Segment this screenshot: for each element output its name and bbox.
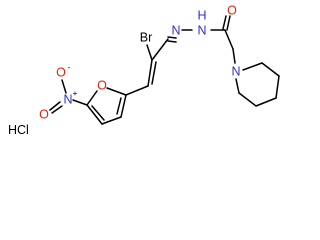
bond-pip-5 [238, 92, 257, 107]
atom-labels: O N H N Br N O N + O - O [39, 3, 240, 121]
bond-nnitro-oleft-1 [49, 101, 61, 111]
bond-furan-c4-c3 [101, 116, 122, 125]
atom-h-amide: H [197, 8, 206, 22]
bonds [49, 15, 280, 125]
bond-furan-c2-o [106, 87, 127, 96]
bond-nnitro-otop [61, 79, 67, 94]
bond-pip-4 [255, 97, 277, 107]
atom-o-furan: O [97, 78, 107, 92]
atom-n-imine: N [171, 23, 180, 37]
bond-cbr-ch-double-2 [151, 61, 157, 85]
atom-n-nitro: N [63, 92, 72, 106]
bond-pip-6 [235, 78, 240, 94]
bond-c5-nnitro [72, 99, 88, 106]
bond-c-ch2 [224, 29, 234, 50]
chemical-structure: O N H N Br N O N + O - O HCl [8, 3, 280, 137]
bond-ch-furan [125, 85, 149, 96]
nitro-minus-charge: - [68, 63, 71, 72]
bond-furan-c4-c5-double [91, 105, 105, 121]
bond-c-o-double-2 [222, 15, 227, 30]
bond-c-o-double-1 [226, 15, 231, 31]
atom-o-carbonyl: O [227, 3, 237, 17]
atom-n-piperidine: N [231, 64, 240, 78]
atom-o-nitro-top: O [56, 65, 66, 79]
bond-pip-2 [261, 62, 280, 77]
bond-ch2-npip [232, 48, 236, 64]
atom-n-amide: N [197, 23, 206, 37]
bond-furan-c3-c2-double [116, 97, 122, 115]
bond-furan-c5-c4 [86, 104, 103, 125]
atom-o-nitro-left: O [39, 107, 49, 121]
bond-furan-o-c5 [86, 90, 98, 106]
bond-n-ch-double-2 [167, 40, 177, 43]
bond-cbr-ch-double-1 [147, 59, 153, 87]
bond-n-ch-double-1 [167, 36, 177, 39]
atom-br: Br [140, 30, 153, 44]
bond-pip-1 [242, 62, 263, 71]
bond-nnitro-oleft-2 [51, 105, 63, 114]
nitro-plus-charge: + [73, 89, 78, 98]
bond-ch-cbr [151, 38, 169, 61]
salt-label: HCl [8, 123, 29, 137]
bond-furan-c3-c2 [120, 94, 127, 118]
bond-c-br [146, 44, 153, 61]
bond-pip-3 [275, 75, 280, 99]
